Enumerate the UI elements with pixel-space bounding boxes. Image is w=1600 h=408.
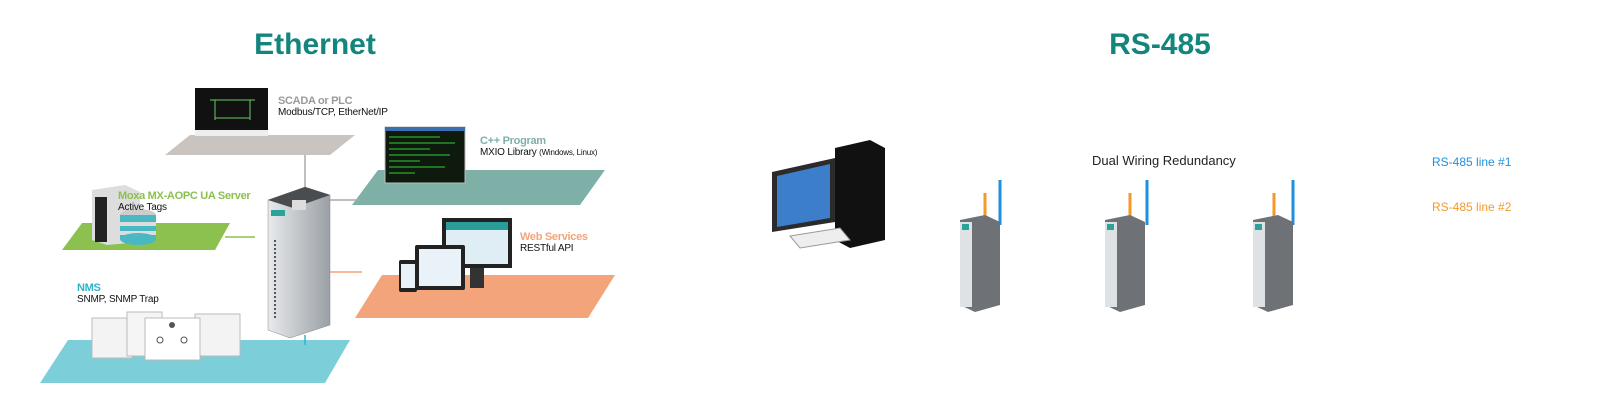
line-2-label: RS-485 line #2 <box>1432 200 1512 214</box>
node-subtitle: RESTful API <box>520 243 574 254</box>
node-subtitle-note: (Windows, Linux) <box>539 148 598 157</box>
node-subtitle: MXIO Library <box>480 147 537 158</box>
drop-wires <box>983 180 1295 225</box>
node-subtitle: Modbus/TCP, EtherNet/IP <box>278 107 388 118</box>
scada-monitor-icon <box>195 88 268 136</box>
io-device-icon <box>267 186 331 339</box>
node-title: Moxa MX-AOPC UA Server <box>118 190 251 202</box>
web-devices-icon <box>399 218 512 292</box>
opc-server-label: Moxa MX-AOPC UA Server Active Tags <box>118 190 251 213</box>
node-subtitle: SNMP, SNMP Trap <box>77 294 159 305</box>
node-title: NMS <box>77 282 101 294</box>
connector-lines <box>225 155 362 345</box>
line-1-label: RS-485 line #1 <box>1432 155 1512 169</box>
redundancy-label: Dual Wiring Redundancy <box>1092 153 1236 168</box>
node-subtitle: Active Tags <box>118 202 167 213</box>
web-services-platform <box>355 275 615 318</box>
ethernet-title: Ethernet <box>254 28 376 61</box>
nms-screens-icon <box>91 311 241 361</box>
pc-icon <box>772 140 885 249</box>
node-title: C++ Program <box>480 135 546 147</box>
scada-platform <box>165 135 355 155</box>
rs485-title: RS-485 <box>1109 28 1211 61</box>
node-title: Web Services <box>520 231 588 243</box>
cpp-label: C++ Program MXIO Library (Windows, Linux… <box>480 135 597 158</box>
scada-label: SCADA or PLC Modbus/TCP, EtherNet/IP <box>278 95 388 118</box>
cpp-terminal-icon <box>384 126 466 184</box>
node-title: SCADA or PLC <box>278 95 353 107</box>
server-database-icon <box>92 185 156 245</box>
nms-label: NMS SNMP, SNMP Trap <box>77 282 159 305</box>
web-services-label: Web Services RESTful API <box>520 231 588 254</box>
rs485-devices <box>960 215 1293 312</box>
